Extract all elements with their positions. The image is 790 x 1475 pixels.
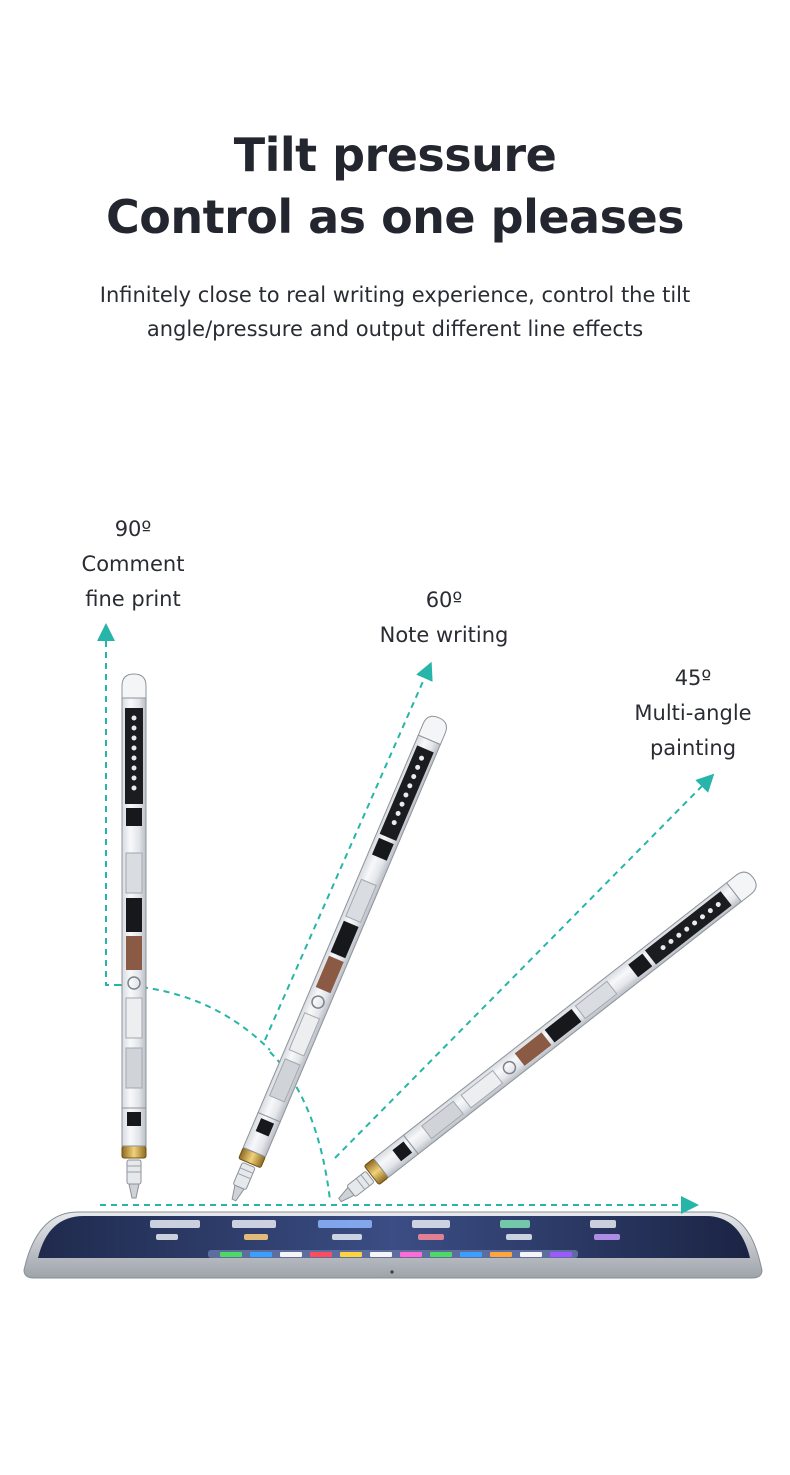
- tablet-camera: [390, 1270, 394, 1274]
- tilt-60-arrow: [264, 661, 433, 1041]
- tablet: [23, 1211, 763, 1279]
- description-line-1: Infinitely close to real writing experie…: [99, 283, 691, 307]
- tablet-screen: [38, 1216, 750, 1258]
- tablet-app-icons: [150, 1220, 620, 1240]
- title-line-1: Tilt pressure: [233, 128, 557, 182]
- angle-use-line-1: Multi-angle: [634, 701, 752, 725]
- arc-90-to-60: [119, 984, 271, 1051]
- stylus-45-degrees: [331, 867, 762, 1211]
- angle-label-45: 45º Multi-angle painting: [598, 661, 788, 766]
- title-line-2: Control as one pleases: [105, 190, 685, 244]
- stylus-90-degrees: [121, 673, 147, 1199]
- page-description: Infinitely close to real writing experie…: [20, 278, 770, 346]
- vertical-90-arrow: [97, 623, 120, 986]
- angle-degree: 45º: [674, 666, 712, 690]
- angle-use-line-1: Comment: [81, 552, 185, 576]
- angle-degree: 90º: [114, 517, 152, 541]
- tablet-dock: [208, 1250, 578, 1258]
- angle-use-line-2: fine print: [85, 587, 181, 611]
- angle-use-line-2: painting: [649, 736, 737, 760]
- angle-degree: 60º: [425, 588, 463, 612]
- tilt-45-arrow: [334, 773, 715, 1159]
- angle-label-60: 60º Note writing: [344, 583, 544, 653]
- page-title: Tilt pressure Control as one pleases: [0, 124, 790, 248]
- description-line-2: angle/pressure and output different line…: [146, 317, 644, 341]
- angle-label-90: 90º Comment fine print: [48, 512, 218, 617]
- angle-use-line-1: Note writing: [379, 623, 509, 647]
